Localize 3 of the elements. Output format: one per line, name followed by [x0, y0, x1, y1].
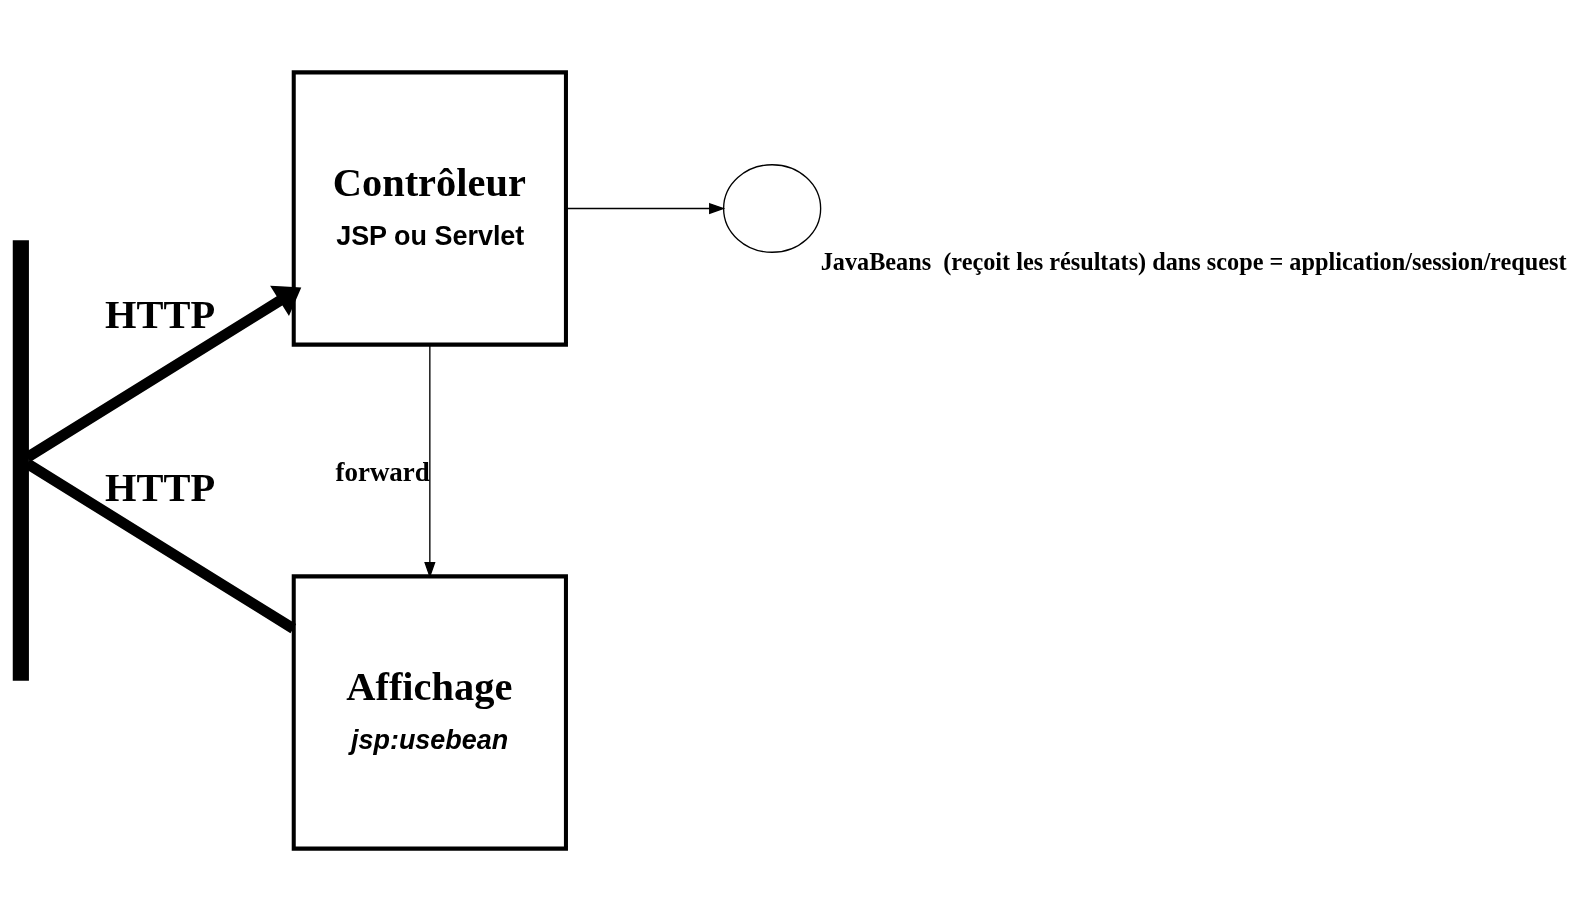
edge-label: HTTP: [104, 464, 215, 510]
node-label: JavaBeans (reçoit les résultats) dans scope = application/session/request: [820, 247, 1566, 275]
edge-label: HTTP: [104, 291, 215, 337]
